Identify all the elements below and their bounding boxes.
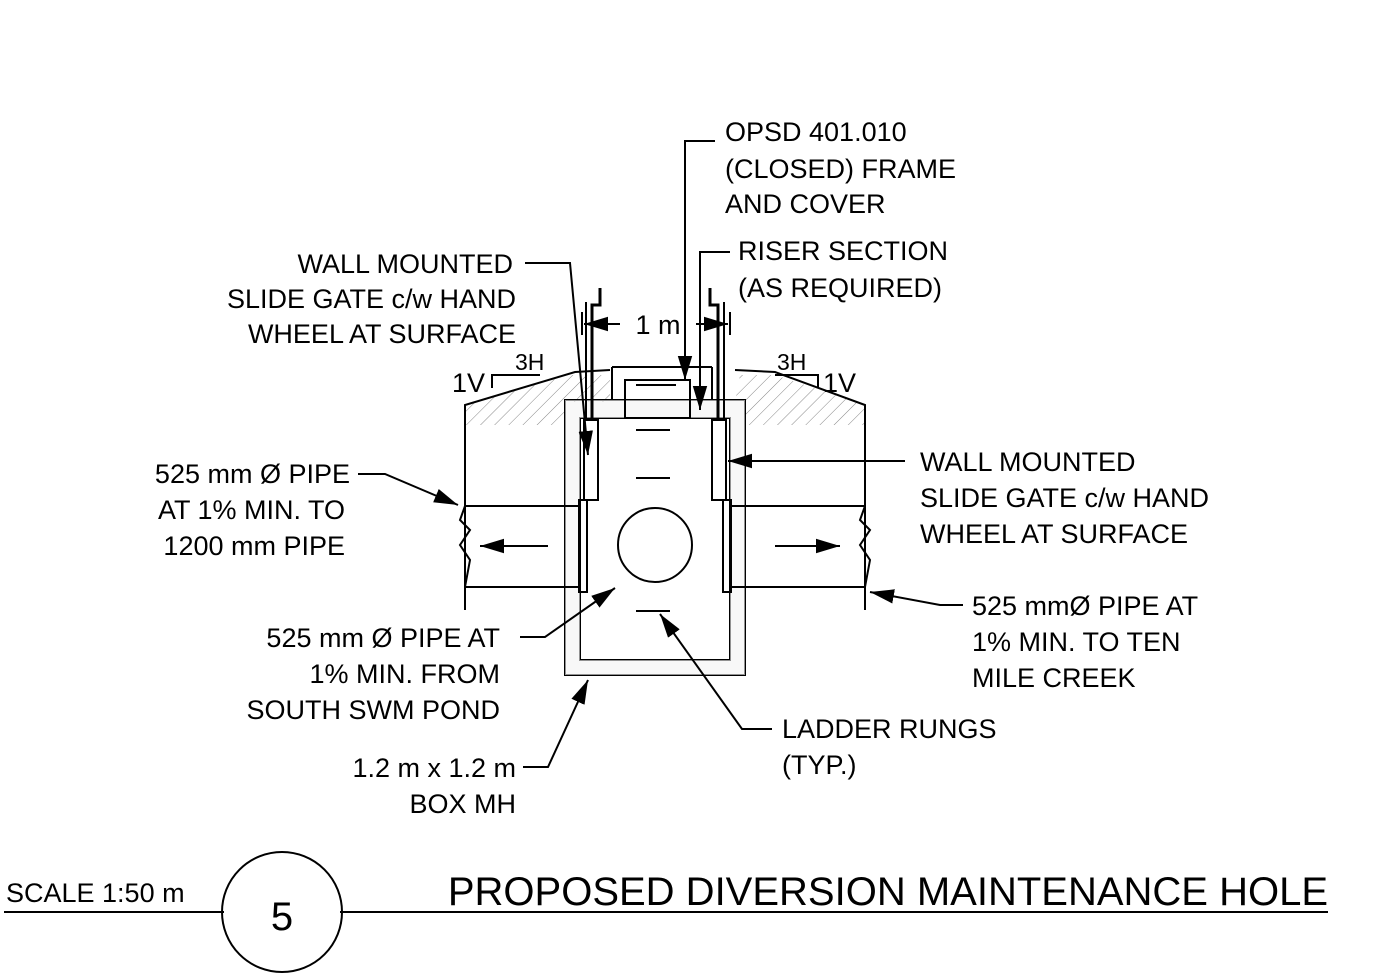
slope-right-h: 3H — [777, 349, 806, 375]
svg-text:525 mm Ø PIPE: 525 mm Ø PIPE — [155, 459, 350, 489]
scale-label: SCALE 1:50 m — [6, 878, 185, 908]
riser-section — [611, 366, 713, 419]
svg-text:1200 mm PIPE: 1200 mm PIPE — [163, 531, 345, 561]
label-riser: RISER SECTION (AS REQUIRED) — [738, 236, 948, 303]
svg-text:WHEEL AT SURFACE: WHEEL AT SURFACE — [920, 519, 1188, 549]
svg-text:(AS REQUIRED): (AS REQUIRED) — [738, 273, 942, 303]
label-ladder: LADDER RUNGS (TYP.) — [782, 714, 997, 780]
dimension-1m: 1 m — [581, 310, 731, 340]
svg-text:1% MIN. TO TEN: 1% MIN. TO TEN — [972, 627, 1181, 657]
svg-text:SLIDE GATE c/w HAND: SLIDE GATE c/w HAND — [227, 284, 516, 314]
label-gate-right: WALL MOUNTED SLIDE GATE c/w HAND WHEEL A… — [920, 447, 1209, 549]
svg-text:WHEEL AT SURFACE: WHEEL AT SURFACE — [248, 319, 516, 349]
svg-text:OPSD 401.010: OPSD 401.010 — [725, 117, 907, 147]
svg-text:SOUTH SWM POND: SOUTH SWM POND — [247, 695, 501, 725]
dimension-label: 1 m — [635, 310, 680, 340]
drawing-title: PROPOSED DIVERSION MAINTENANCE HOLE — [448, 870, 1328, 914]
svg-text:1% MIN. FROM: 1% MIN. FROM — [309, 659, 500, 689]
label-pipe-left: 525 mm Ø PIPE AT 1% MIN. TO 1200 mm PIPE — [155, 459, 350, 561]
box-maintenance-hole — [564, 399, 746, 676]
slide-gate-left — [578, 288, 602, 593]
label-pipe-right: 525 mmØ PIPE AT 1% MIN. TO TEN MILE CREE… — [972, 591, 1198, 693]
slope-left: 3H 1V — [452, 349, 544, 398]
svg-text:WALL MOUNTED: WALL MOUNTED — [920, 447, 1136, 477]
inlet-pipe-circle — [617, 507, 693, 583]
svg-text:(CLOSED) FRAME: (CLOSED) FRAME — [725, 154, 956, 184]
svg-text:(TYP.): (TYP.) — [782, 750, 857, 780]
label-frame-cover: OPSD 401.010 (CLOSED) FRAME AND COVER — [725, 117, 956, 219]
label-gate-left: WALL MOUNTED SLIDE GATE c/w HAND WHEEL A… — [227, 249, 516, 349]
svg-text:1.2 m x 1.2 m: 1.2 m x 1.2 m — [352, 753, 516, 783]
svg-text:WALL MOUNTED: WALL MOUNTED — [297, 249, 513, 279]
title-block: SCALE 1:50 m 5 PROPOSED DIVERSION MAINTE… — [4, 851, 1328, 973]
slope-left-v: 1V — [452, 368, 485, 398]
svg-text:BOX MH: BOX MH — [409, 789, 516, 819]
slope-right: 3H 1V — [775, 349, 856, 398]
svg-text:RISER SECTION: RISER SECTION — [738, 236, 948, 266]
detail-number: 5 — [271, 895, 293, 939]
outlet-pipe-right — [730, 505, 872, 588]
svg-text:MILE CREEK: MILE CREEK — [972, 663, 1136, 693]
slope-right-v: 1V — [823, 368, 856, 398]
label-box-mh: 1.2 m x 1.2 m BOX MH — [352, 753, 516, 819]
label-pipe-inlet: 525 mm Ø PIPE AT 1% MIN. FROM SOUTH SWM … — [247, 623, 501, 725]
svg-text:525 mm Ø PIPE AT: 525 mm Ø PIPE AT — [266, 623, 500, 653]
soil-fill — [465, 375, 865, 425]
leader-lines — [358, 140, 963, 768]
slope-left-h: 3H — [515, 349, 544, 375]
outlet-pipe-left — [458, 505, 580, 588]
svg-text:AT 1% MIN. TO: AT 1% MIN. TO — [158, 495, 345, 525]
ladder-rungs — [636, 429, 670, 612]
svg-text:SLIDE GATE c/w HAND: SLIDE GATE c/w HAND — [920, 483, 1209, 513]
slide-gate-right — [708, 288, 732, 593]
svg-text:LADDER RUNGS: LADDER RUNGS — [782, 714, 997, 744]
svg-text:525 mmØ PIPE AT: 525 mmØ PIPE AT — [972, 591, 1198, 621]
svg-text:AND COVER: AND COVER — [725, 189, 886, 219]
